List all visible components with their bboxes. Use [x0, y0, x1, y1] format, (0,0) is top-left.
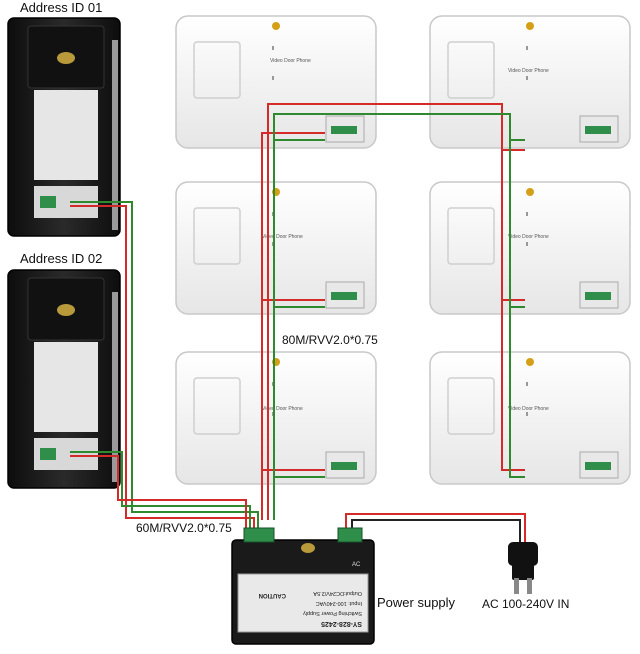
monitor-3-title: Video Door Phone — [262, 234, 303, 240]
monitor-2: Video Door Phone — [429, 15, 631, 149]
monitor-3: Video Door Phone — [175, 181, 377, 315]
psu-output: Output:DC24V/2.5A — [313, 590, 362, 596]
doorbell-01 — [7, 17, 121, 237]
ac-input-label: AC 100-240V IN — [482, 597, 570, 611]
monitor-1-title: Video Door Phone — [270, 58, 311, 64]
ac-plug-icon — [508, 542, 538, 594]
doorbell-02 — [7, 269, 121, 489]
monitor-5: Video Door Phone — [175, 351, 377, 485]
doorbell-wires — [70, 201, 259, 528]
doorbell-cable-label: 60M/RVV2.0*0.75 — [136, 521, 232, 535]
psu-name: Switching Power Supply — [303, 610, 362, 616]
address-id-02-label: Address ID 02 — [20, 251, 103, 266]
monitor-bus-wires — [261, 103, 525, 520]
monitor-cable-label: 80M/RVV2.0*0.75 — [282, 333, 378, 347]
monitor-4-title: Video Door Phone — [508, 234, 549, 240]
monitor-1: Video Door Phone — [175, 15, 377, 149]
psu-caution: CAUTION — [259, 592, 286, 598]
power-supply-label: Power supply — [377, 595, 456, 610]
power-supply: SY-828-2425 Switching Power Supply Input… — [231, 527, 375, 645]
monitor-6-title: Video Door Phone — [508, 406, 549, 412]
monitor-2-title: Video Door Phone — [508, 68, 549, 74]
address-id-01-label: Address ID 01 — [20, 0, 103, 15]
monitor-5-title: Video Door Phone — [262, 406, 303, 412]
monitor-4: Video Door Phone — [429, 181, 631, 315]
psu-ac-mark: AC — [352, 562, 361, 568]
psu-model: SY-828-2425 — [321, 620, 362, 627]
monitor-6: Video Door Phone — [429, 351, 631, 485]
ac-wires — [345, 513, 526, 560]
psu-input: Input: 100-240VAC — [316, 600, 362, 606]
